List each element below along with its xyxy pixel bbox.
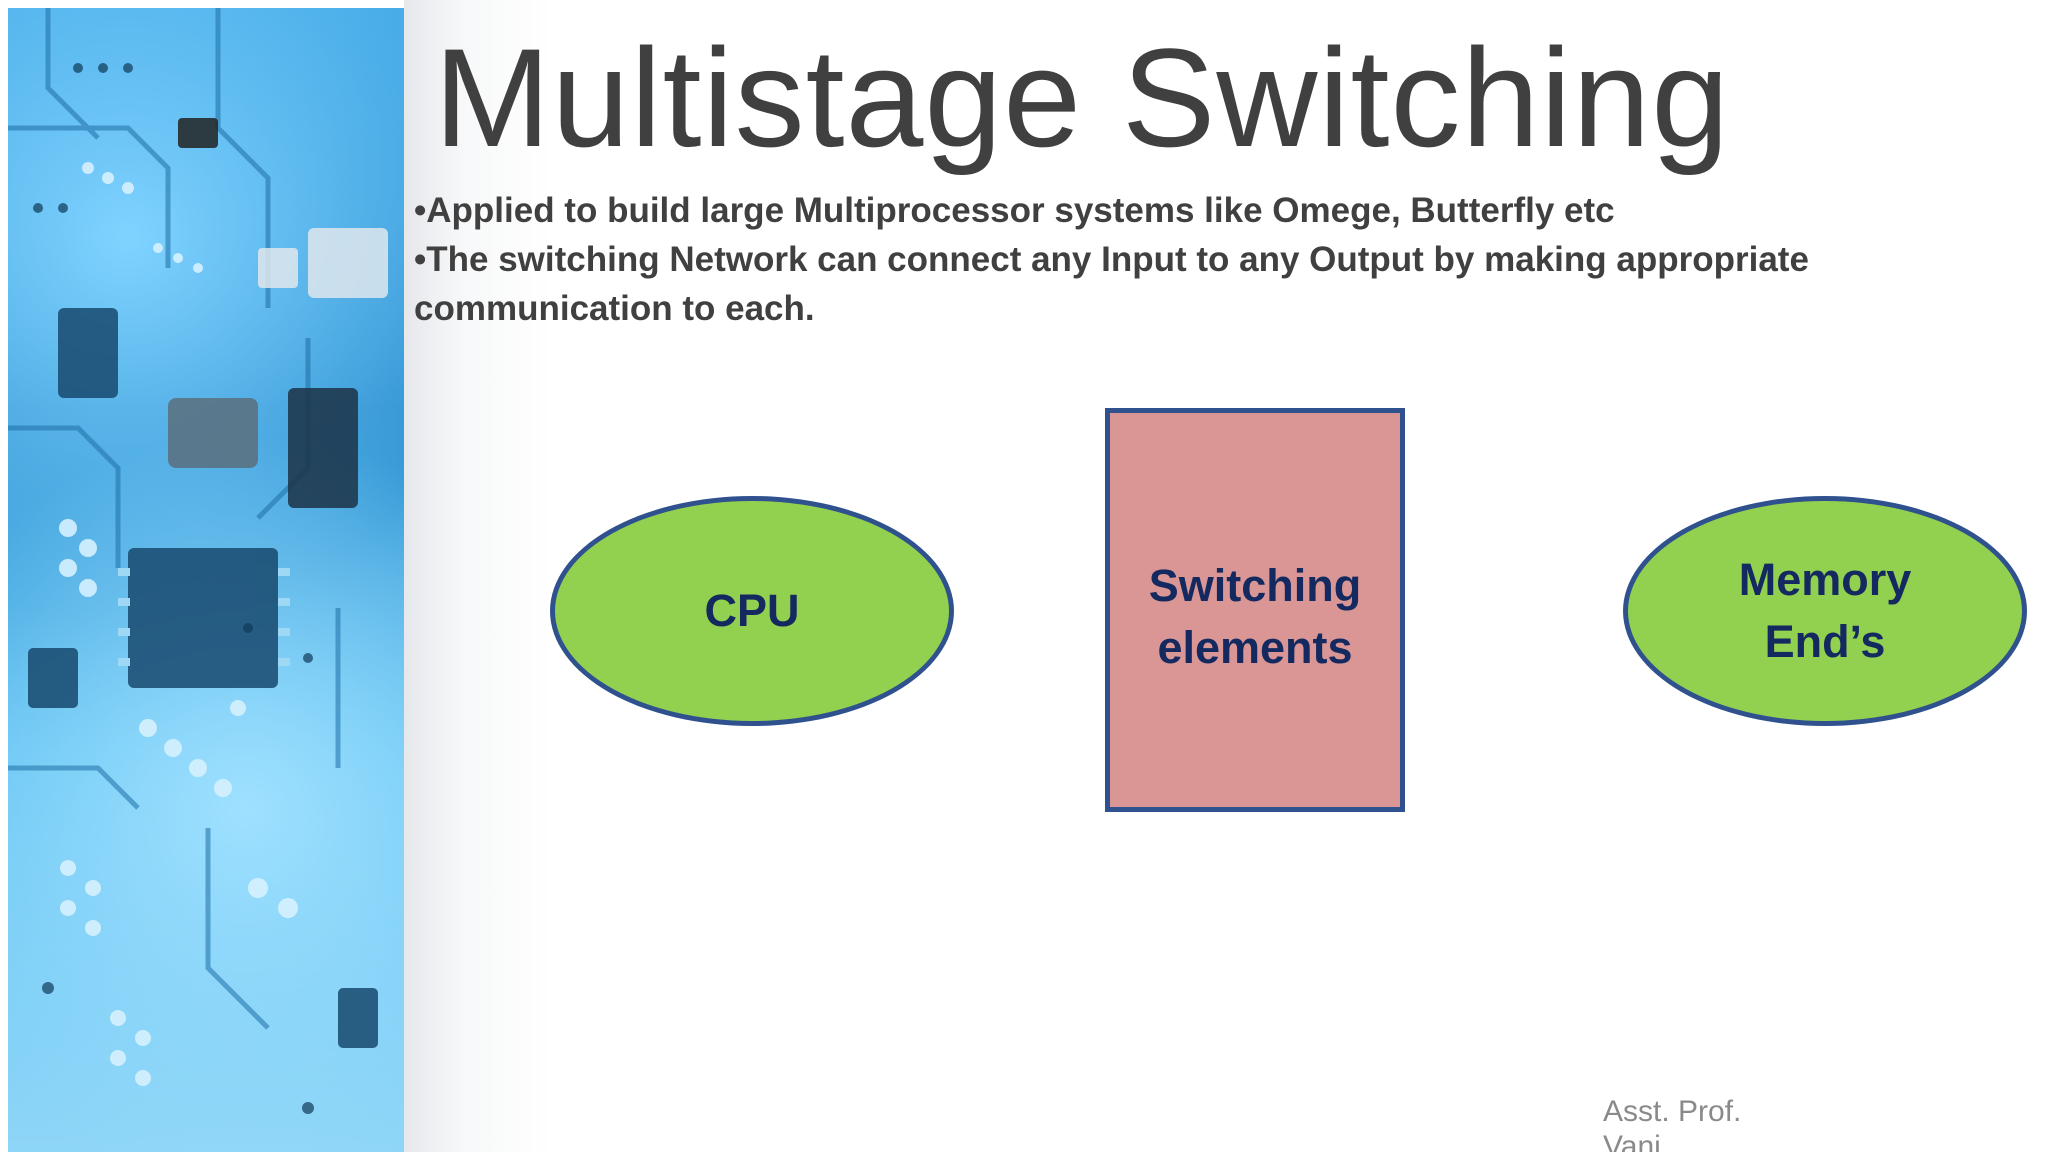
author-footer: Asst. Prof. Vani bbox=[1603, 1094, 1823, 1152]
bullet-item: •The switching Network can connect any I… bbox=[414, 240, 1809, 328]
bullet-item: •Applied to build large Multiprocessor s… bbox=[414, 191, 1615, 230]
switching-label-line2: elements bbox=[1157, 622, 1353, 673]
switching-elements-box: Switching elements bbox=[1105, 408, 1405, 812]
cpu-label: CPU bbox=[704, 585, 800, 636]
slide-title: Multistage Switching bbox=[434, 19, 1731, 176]
memory-ellipse: Memory End’s bbox=[1623, 496, 2027, 726]
circuit-board-graphic bbox=[8, 8, 388, 1114]
memory-label-line1: Memory bbox=[1738, 554, 1912, 605]
cpu-ellipse: CPU bbox=[550, 496, 954, 726]
footer-line1: Asst. Prof. bbox=[1603, 1095, 1742, 1128]
footer-line2: Vani bbox=[1603, 1130, 1661, 1152]
memory-label-line2: End’s bbox=[1764, 616, 1886, 667]
bullet-list: •Applied to build large Multiprocessor s… bbox=[414, 186, 1934, 333]
circuit-board-image bbox=[8, 8, 404, 1152]
panel-fade bbox=[404, 0, 554, 1152]
switching-label-line1: Switching bbox=[1148, 560, 1362, 611]
